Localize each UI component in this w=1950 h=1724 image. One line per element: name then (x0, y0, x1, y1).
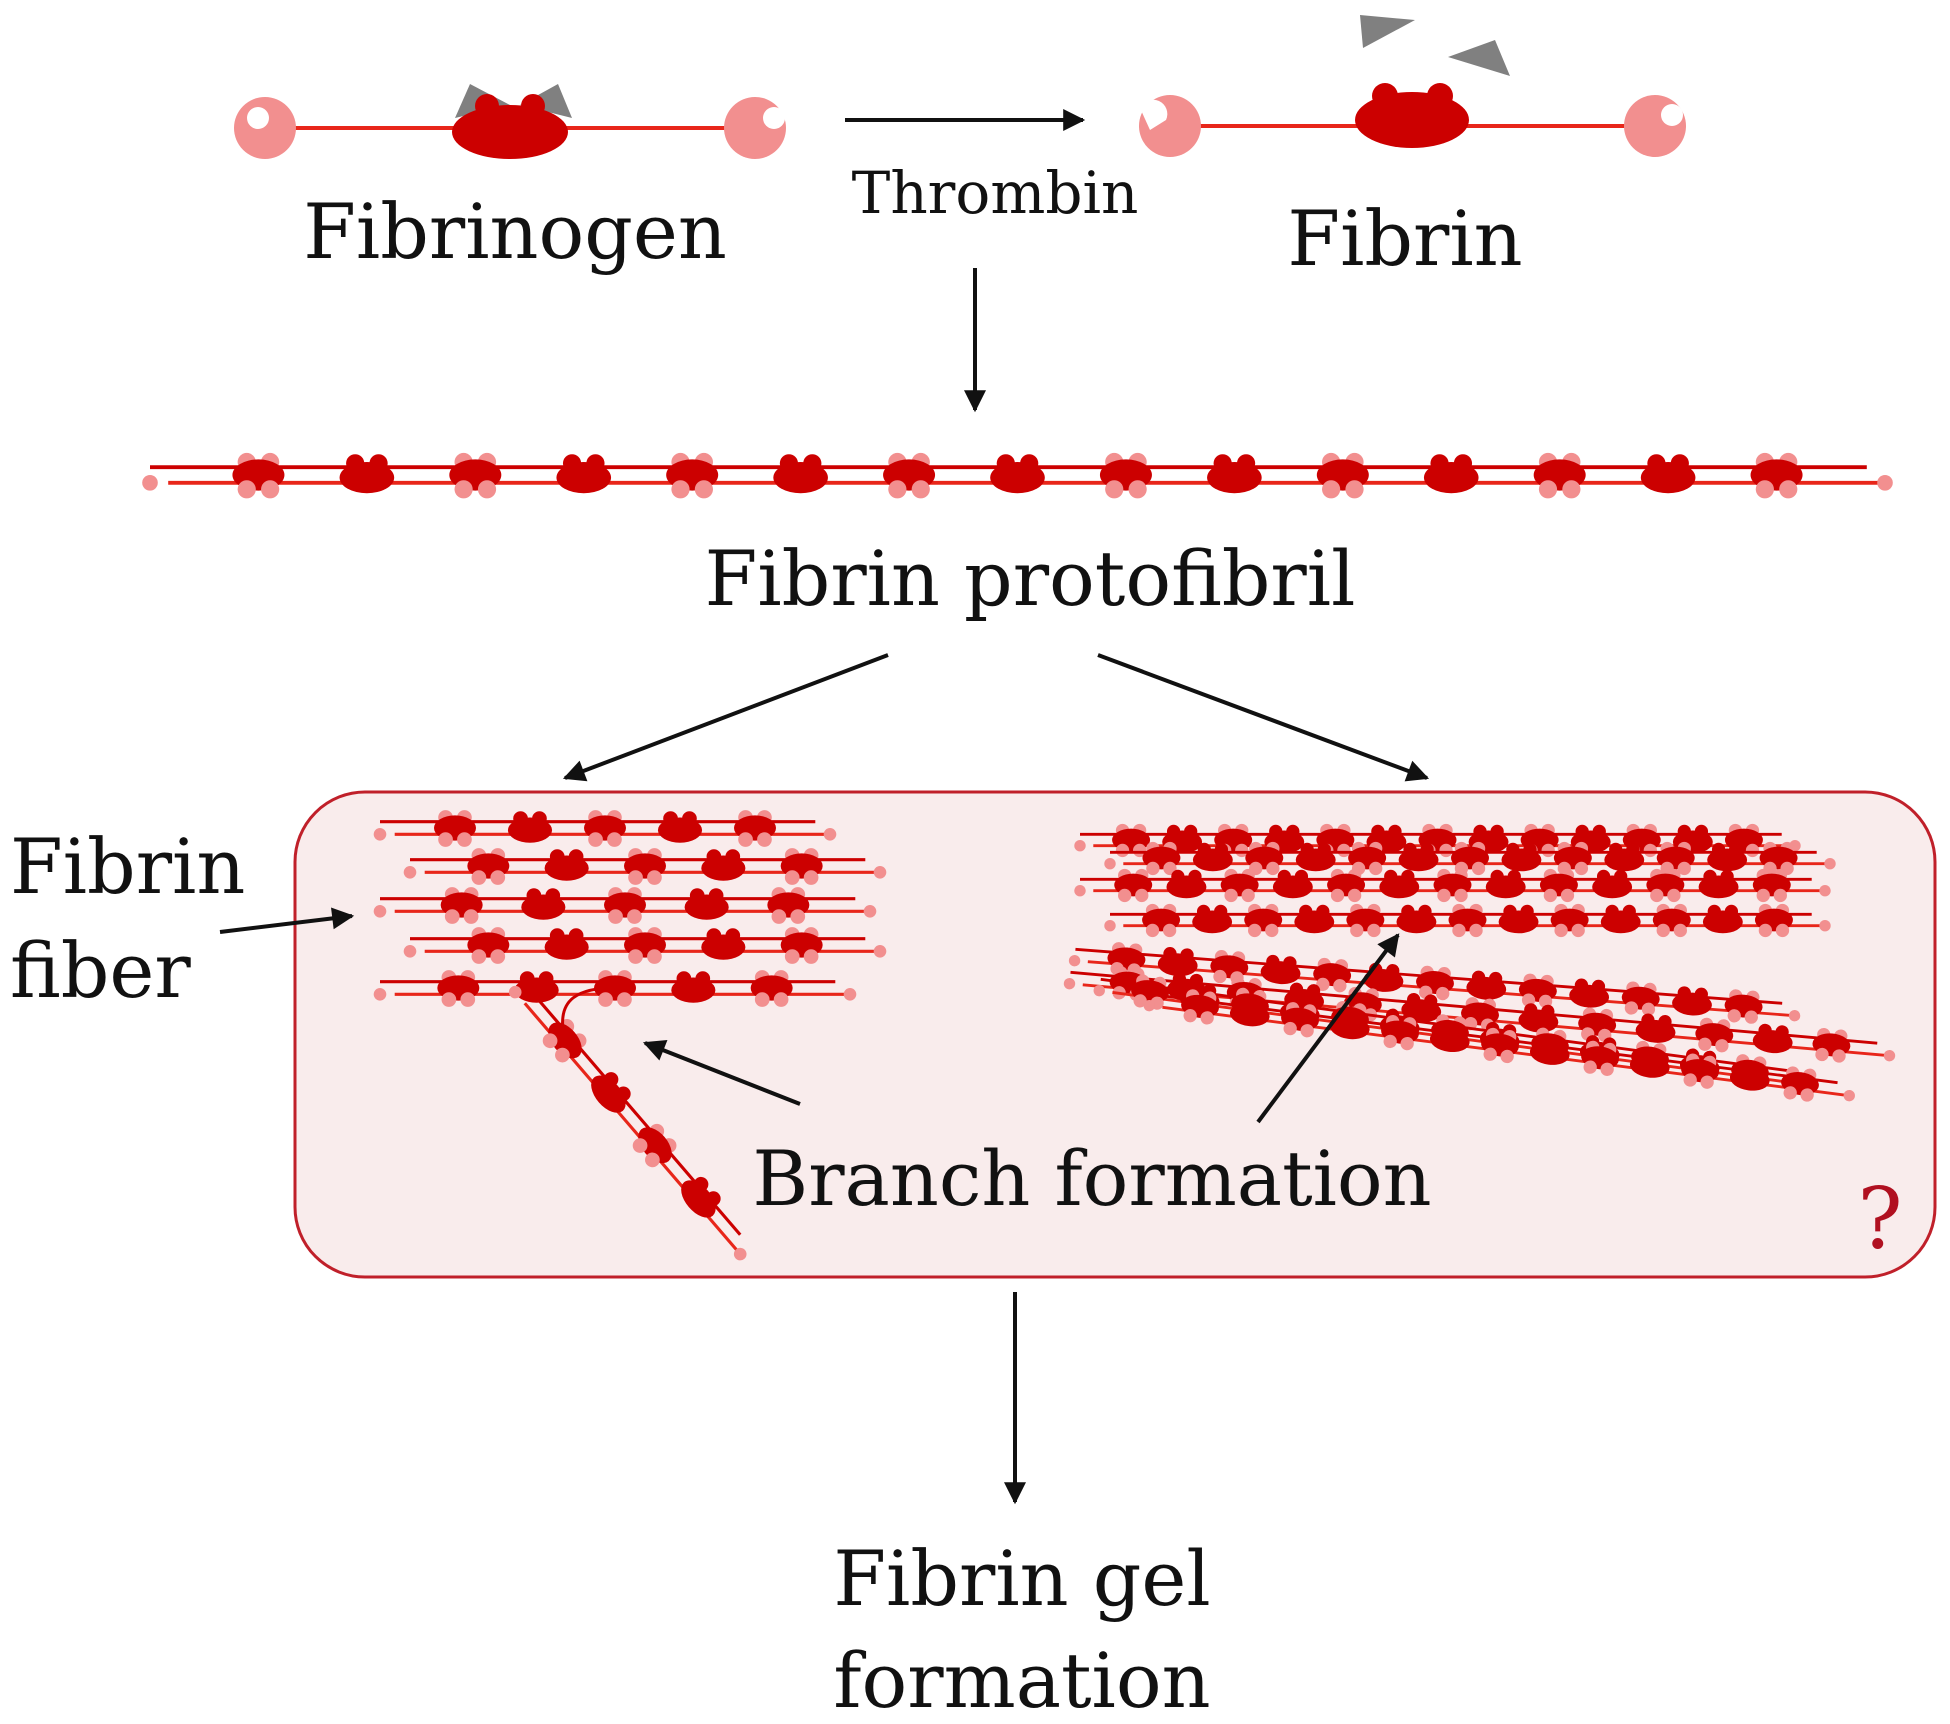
branching-protofibril (508, 982, 747, 1261)
branch-formation-label: Branch formation (752, 1134, 1431, 1223)
end-knob-icon (234, 97, 296, 159)
fibrin-protofibril (142, 452, 1893, 499)
thrombin-label: Thrombin (852, 159, 1139, 227)
arrow-to-twisted-fiber (1097, 653, 1430, 782)
gel-label-line1: Fibrin gel (833, 1534, 1210, 1623)
gel-label-line2: formation (833, 1636, 1210, 1724)
question-mark: ? (1857, 1170, 1902, 1268)
fiber-pointer-arrow (219, 907, 355, 934)
released-fibrinopeptide-icon (1360, 15, 1510, 76)
arrow-to-fiber (562, 653, 889, 782)
fibrinogen-label: Fibrinogen (303, 187, 727, 276)
fiber-label-line1: Fibrin (10, 822, 245, 911)
end-knob-icon (1624, 95, 1686, 157)
branching-protofibril-bundle (1063, 942, 1896, 1102)
end-knob-icon (1139, 95, 1201, 157)
branch-pointer-right (1256, 933, 1400, 1124)
branch-pointer-left (642, 1040, 801, 1106)
protofibril-label: Fibrin protofibril (705, 534, 1356, 623)
fibrinogen-molecule (234, 84, 786, 159)
fibrin-fiber-bundle (373, 810, 887, 1007)
end-knob-icon (724, 97, 786, 159)
fibrin-molecule (1139, 15, 1686, 157)
fiber-label-line2: fiber (10, 926, 191, 1015)
fibrin-label: Fibrin (1287, 194, 1522, 283)
fibrin-fiber-bundle-right (1074, 823, 1836, 938)
